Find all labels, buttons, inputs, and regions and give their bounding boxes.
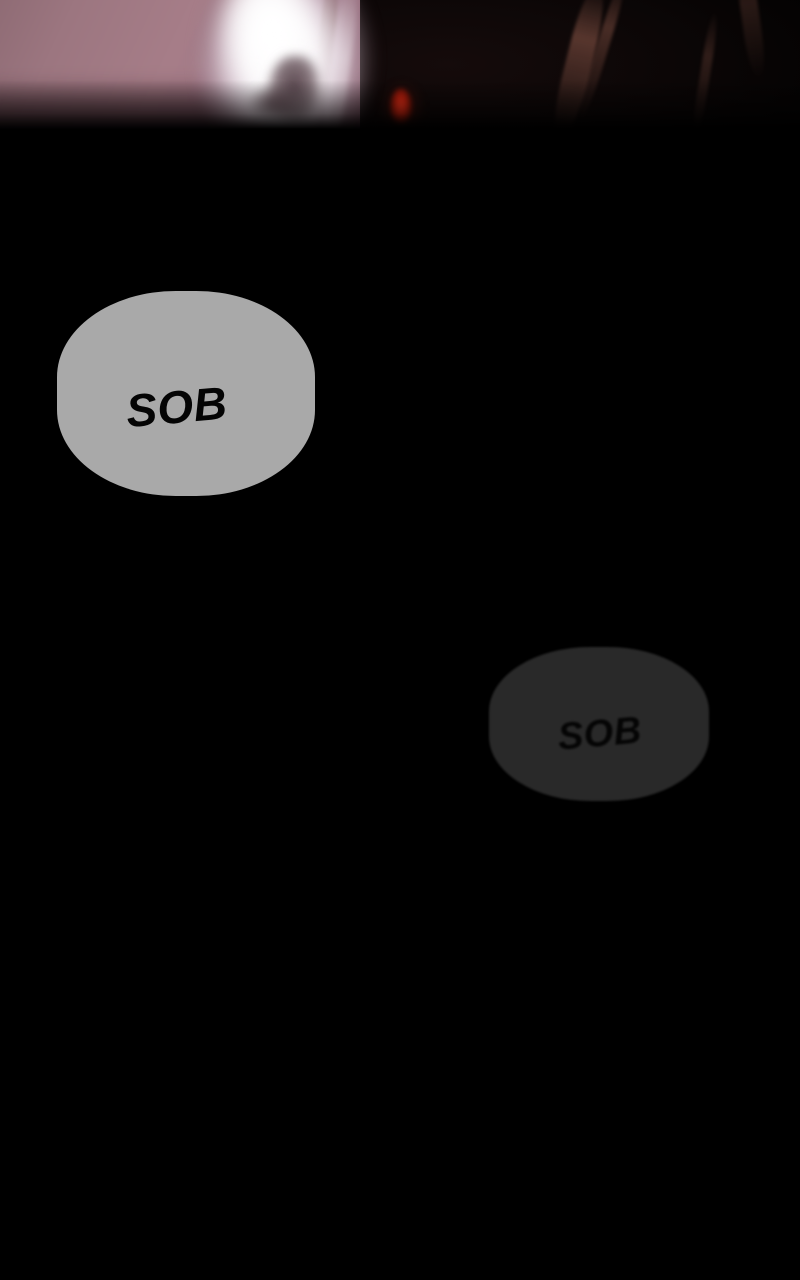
speech-bubble-text: SOB bbox=[124, 376, 230, 437]
speech-bubble-text: SOB bbox=[556, 708, 644, 759]
dark-silhouette bbox=[250, 86, 294, 120]
speech-bubble-sob-1: SOB bbox=[57, 291, 315, 496]
artwork-strip bbox=[0, 0, 800, 129]
red-eye bbox=[389, 88, 413, 128]
speech-bubble-sob-2: SOB bbox=[489, 647, 709, 801]
